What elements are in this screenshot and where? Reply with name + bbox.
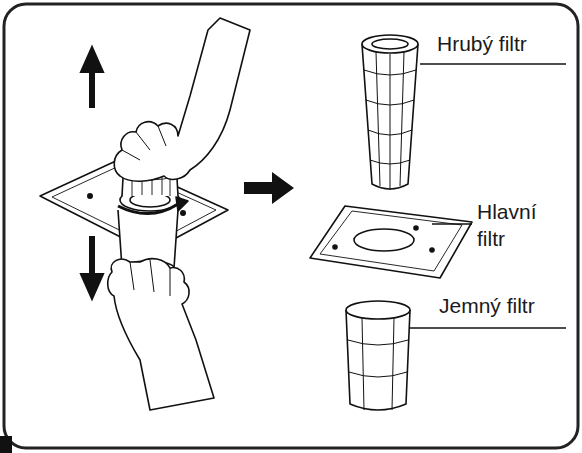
finger-lines [122,126,166,160]
part-label: Hlavní filtr [477,198,569,252]
coarse-filter-inner [372,39,408,49]
up-arrow [84,52,100,108]
frame [4,4,578,448]
main-filter [310,206,472,278]
finger-lines [130,260,170,296]
fine-filter-top [346,301,410,319]
fine-filter-grid [348,318,408,410]
down-arrow [84,236,100,294]
main-filter-hole [354,229,414,251]
top-hand [114,18,250,181]
leader-line [432,223,472,224]
step-arrow [244,172,294,204]
coarse-filter [362,44,418,189]
tray-hole [88,194,92,198]
tray-hole [430,248,434,252]
coarse-filter-top [362,35,418,53]
corner-tab [0,436,12,453]
leader-line [420,63,566,64]
rotate-arrowhead [176,197,188,211]
left-illustration [40,18,250,410]
tray-hole [333,245,337,249]
part-label: Hrubý filtr [437,30,572,57]
rotate-arrow [118,204,178,214]
leader-line [410,327,566,328]
coarse-filter-grid [364,52,416,190]
part-label: Jemný filtr [439,292,574,319]
tray-hole [414,226,418,230]
main-filter-rim [320,211,462,271]
bottom-hand [108,259,214,410]
leader-lines [410,64,566,328]
right-illustration [310,35,472,410]
fine-filter [346,310,410,410]
tray-hole [181,211,185,215]
